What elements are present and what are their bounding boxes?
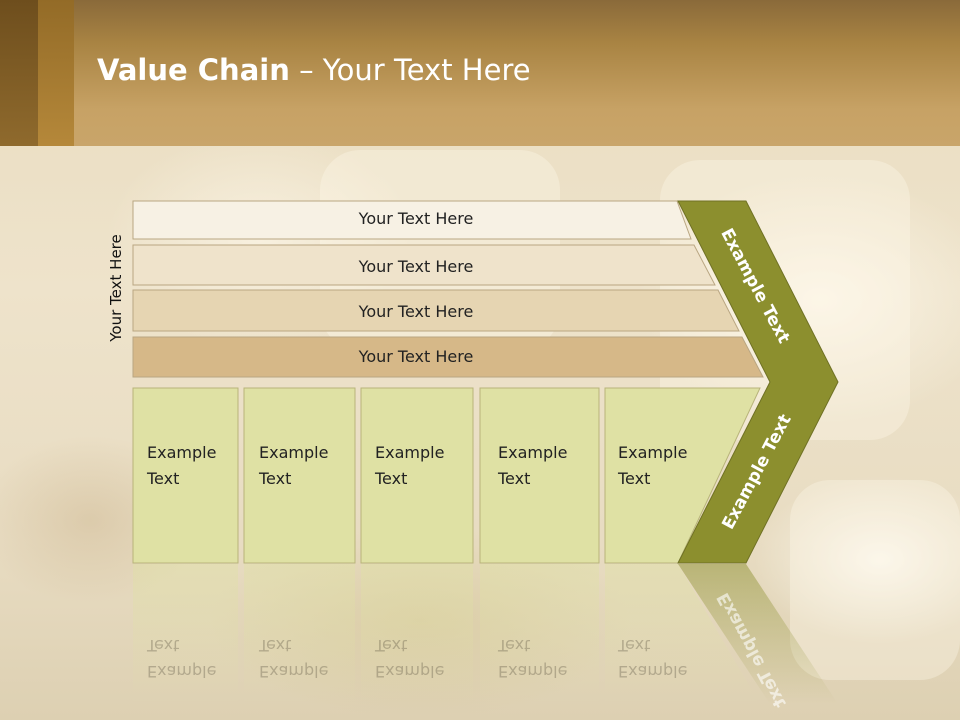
box-2-reflection-label: Example Text — [259, 632, 328, 684]
header-accent-dark — [0, 0, 38, 146]
box-1-reflection-line-2: Text — [147, 636, 180, 655]
box-3-line-2: Text — [375, 469, 408, 488]
slide-title: Value Chain – Your Text Here — [97, 53, 531, 87]
box-reflection — [244, 564, 355, 704]
box-4-reflection-line-2: Text — [498, 636, 531, 655]
box-5-reflection-line-2: Text — [618, 636, 651, 655]
box-4-reflection-line-1: Example — [498, 662, 568, 681]
reflection-group — [133, 564, 838, 704]
box-reflection — [605, 564, 760, 704]
box-4-label: Example Text — [498, 440, 567, 492]
header-accent-light — [38, 0, 74, 146]
box-3-reflection-line-1: Example — [375, 662, 445, 681]
box-1-line-1: Example — [147, 443, 217, 462]
box-4-line-2: Text — [498, 469, 531, 488]
activity-box-2 — [243, 387, 356, 564]
band-3-label: Your Text Here — [358, 302, 474, 321]
band-3 — [132, 289, 740, 332]
box-reflection — [133, 564, 238, 704]
seat-highlight — [790, 480, 960, 680]
box-5-line-2: Text — [618, 469, 651, 488]
arrow-reflection — [678, 564, 838, 704]
box-reflection — [480, 564, 599, 704]
band-1 — [132, 200, 692, 240]
band-2 — [132, 244, 716, 286]
band-1-label: Your Text Here — [358, 209, 474, 228]
box-5-line-1: Example — [618, 443, 688, 462]
band-4-label: Your Text Here — [358, 347, 474, 366]
band-2-label: Your Text Here — [358, 257, 474, 276]
title-bar — [0, 0, 960, 146]
box-1-reflection-label: Example Text — [147, 632, 216, 684]
box-5-label: Example Text — [618, 440, 687, 492]
box-1-reflection-line-1: Example — [147, 662, 217, 681]
box-reflection — [361, 564, 473, 704]
box-3-reflection-label: Example Text — [375, 632, 444, 684]
box-5-reflection-line-1: Example — [618, 662, 688, 681]
box-3-label: Example Text — [375, 440, 444, 492]
side-label: Your Text Here — [107, 234, 125, 342]
activity-box-4 — [479, 387, 600, 564]
box-2-reflection-line-1: Example — [259, 662, 329, 681]
band-4 — [132, 336, 764, 378]
box-3-reflection-line-2: Text — [375, 636, 408, 655]
activity-box-3 — [360, 387, 474, 564]
box-2-reflection-line-2: Text — [259, 636, 292, 655]
box-2-line-1: Example — [259, 443, 329, 462]
slide-title-bold: Value Chain — [97, 53, 290, 87]
box-1-line-2: Text — [147, 469, 180, 488]
box-3-line-1: Example — [375, 443, 445, 462]
margin-chevron — [677, 200, 839, 564]
box-1-label: Example Text — [147, 440, 216, 492]
slide-title-rest: – Your Text Here — [289, 53, 531, 87]
box-5-reflection-label: Example Text — [618, 632, 687, 684]
box-4-reflection-label: Example Text — [498, 632, 567, 684]
box-4-line-1: Example — [498, 443, 568, 462]
box-2-label: Example Text — [259, 440, 328, 492]
activity-box-1 — [132, 387, 239, 564]
box-2-line-2: Text — [259, 469, 292, 488]
